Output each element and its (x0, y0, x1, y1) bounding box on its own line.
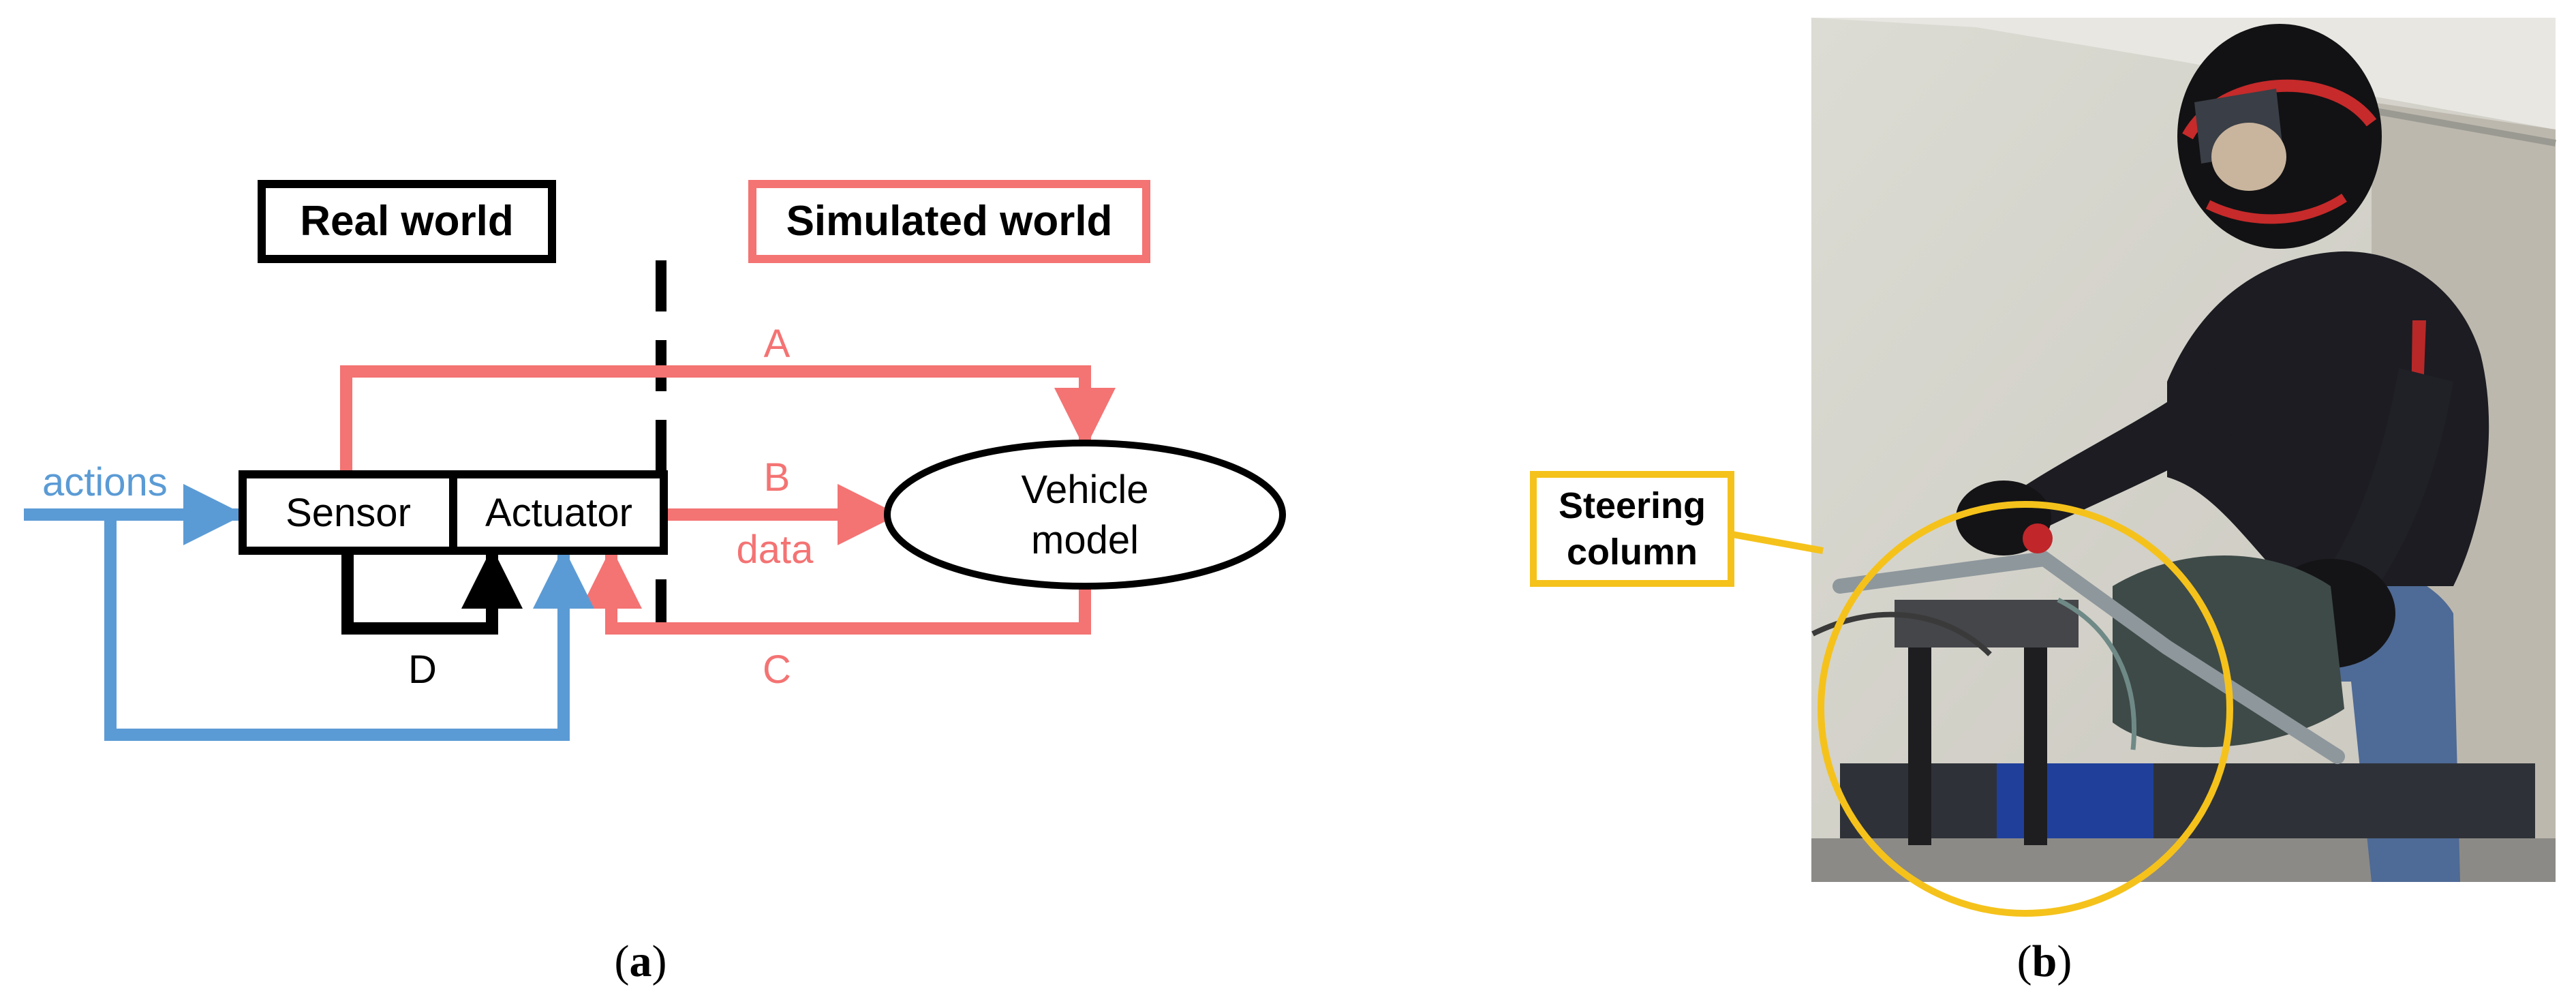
steering-column-leader-line (1732, 531, 1824, 554)
path-d-arrow (341, 547, 523, 635)
steering-column-highlight-circle (1818, 501, 2233, 917)
simulated-world-label: Simulated world (748, 180, 1150, 263)
caption-a: (a) (615, 936, 667, 986)
photo-simulator-blue-part (1997, 763, 2153, 838)
path-b-label: B (764, 455, 791, 500)
path-d-label: D (408, 647, 437, 692)
photo-emergency-button (2023, 523, 2053, 553)
panel-a-diagram: Real world Simulated world A B data C ac… (24, 180, 1286, 986)
actions-label: actions (42, 460, 168, 504)
caption-a-letter: a (630, 936, 652, 986)
path-c-label: C (763, 647, 791, 692)
path-a-label: A (764, 322, 791, 366)
caption-b-letter: b (2032, 936, 2057, 986)
data-label: data (737, 528, 814, 572)
actuator-label: Actuator (485, 491, 632, 535)
photo-simulator-frame (1840, 763, 2535, 838)
simulated-world-text: Simulated world (786, 198, 1113, 245)
vehicle-model-node: Vehicle model (884, 440, 1286, 590)
steering-column-label: Steering column (1530, 471, 1734, 587)
vehicle-model-line1: Vehicle (1021, 468, 1148, 512)
sensor-label: Sensor (286, 491, 411, 535)
steering-column-line1: Steering (1559, 485, 1706, 526)
photo-handlebar (1833, 551, 2345, 764)
photo-ceiling (1811, 18, 2556, 129)
sensor-actuator-block: Sensor Actuator (239, 470, 668, 555)
vehicle-model-line2: model (1031, 518, 1139, 562)
panel-b-photo: Steering column (b) (1530, 18, 2556, 986)
photo-steering-head (1895, 600, 2079, 647)
real-world-text: Real world (300, 198, 514, 245)
real-world-label: Real world (258, 180, 556, 263)
caption-b: (b) (2017, 936, 2072, 986)
photo-cable-2 (2057, 597, 2136, 750)
actions-to-actuator-arrow (104, 515, 594, 741)
photo-rider-arm (2017, 368, 2249, 532)
photo-rider-arm-right (2317, 368, 2453, 613)
steering-column-line2: column (1567, 532, 1698, 573)
photo-helmet (2177, 24, 2382, 249)
path-c-arrow (581, 547, 1091, 635)
path-a-arrow (340, 365, 1116, 477)
photo-motorcycle-tank (2113, 555, 2344, 748)
